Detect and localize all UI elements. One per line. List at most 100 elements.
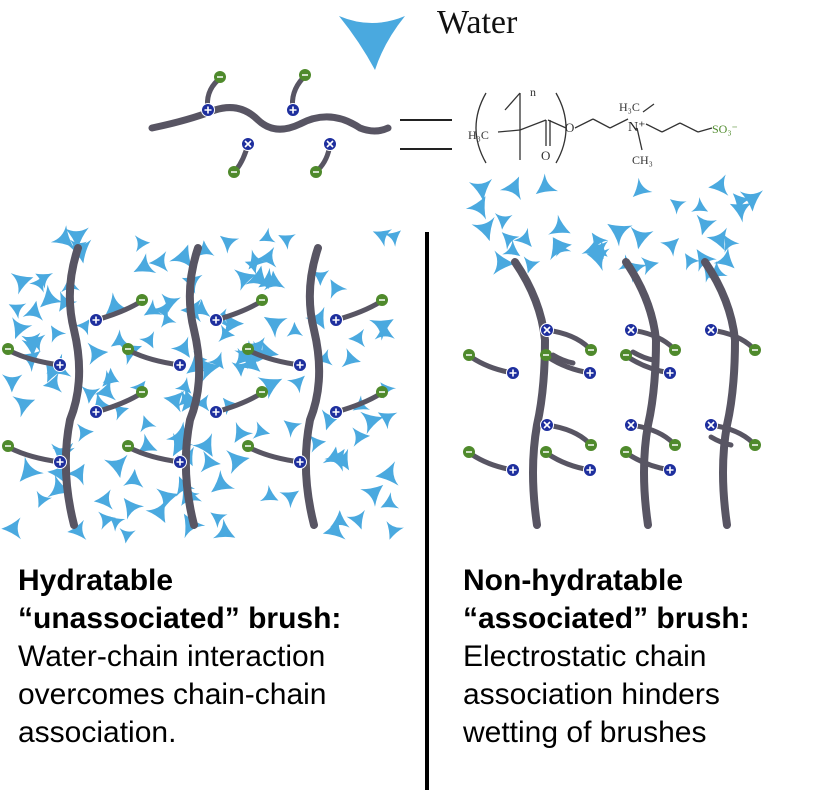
anion-minus-icon bbox=[136, 386, 148, 398]
anion-minus-icon bbox=[585, 439, 597, 451]
ch3-label: CH₃ bbox=[632, 153, 653, 167]
right-water-molecules bbox=[465, 173, 764, 283]
cation-plus-icon bbox=[583, 366, 597, 380]
water-molecule-icon bbox=[110, 329, 131, 347]
left-brush bbox=[2, 244, 388, 529]
o-ester-label: O bbox=[565, 120, 574, 135]
water-molecule-icon bbox=[1, 517, 21, 540]
sulfobetaine-structure: n H₃C O O H₃C N⁺ CH₃ SO₃⁻ bbox=[468, 85, 738, 167]
water-molecule-icon bbox=[244, 258, 262, 275]
side-chain bbox=[127, 348, 183, 368]
water-molecule-icon bbox=[218, 324, 236, 343]
water-molecule-icon bbox=[706, 227, 727, 251]
water-molecule-icon bbox=[286, 375, 305, 394]
water-molecule-icon bbox=[548, 214, 571, 235]
cation-plus-icon bbox=[329, 313, 343, 327]
water-molecule-icon bbox=[513, 227, 532, 247]
cation-plus-icon bbox=[89, 405, 103, 419]
water-molecule-icon bbox=[193, 394, 210, 412]
water-molecule-icon bbox=[607, 223, 633, 247]
water-molecule-icon bbox=[81, 385, 101, 404]
water-molecule-icon bbox=[251, 340, 274, 365]
cation-plus-icon bbox=[209, 313, 223, 327]
ion-pair-x-icon bbox=[704, 323, 718, 337]
water-molecule-icon bbox=[108, 516, 126, 532]
water-molecule-icon bbox=[195, 240, 215, 258]
anion-minus-icon bbox=[122, 343, 134, 355]
side-chain bbox=[7, 445, 63, 465]
cation-plus-icon bbox=[209, 405, 223, 419]
water-molecule-icon bbox=[380, 492, 400, 509]
water-molecule-icon bbox=[471, 216, 495, 242]
anion-minus-icon bbox=[256, 294, 268, 306]
cation-plus-icon bbox=[53, 358, 67, 372]
water-molecule-icon bbox=[42, 372, 63, 393]
water-molecule-icon bbox=[252, 421, 271, 439]
water-molecule-icon bbox=[348, 328, 366, 348]
anion-minus-icon bbox=[136, 294, 148, 306]
water-molecule-icon bbox=[40, 284, 64, 308]
water-molecule-icon bbox=[499, 176, 521, 201]
ion-pair-x-icon bbox=[540, 418, 554, 432]
anion-minus-icon bbox=[310, 166, 322, 178]
anion-minus-icon bbox=[214, 71, 226, 83]
water-molecule-icon bbox=[383, 230, 401, 247]
water-molecule-icon bbox=[76, 423, 94, 442]
water-molecule-icon bbox=[133, 253, 157, 274]
right-body-line3: wetting of brushes bbox=[463, 716, 707, 749]
cation-plus-icon bbox=[663, 463, 677, 477]
water-molecule-icon bbox=[278, 234, 296, 250]
water-molecule-icon bbox=[258, 227, 276, 243]
anion-minus-icon bbox=[122, 440, 134, 452]
water-molecule-icon bbox=[257, 377, 283, 400]
water-molecule-icon bbox=[360, 411, 384, 435]
water-molecule-icon bbox=[375, 461, 399, 486]
water-molecule-icon bbox=[50, 225, 74, 248]
water-molecule-icon bbox=[346, 509, 365, 530]
water-molecule-icon bbox=[465, 196, 487, 220]
right-heading-line2: “associated” brush: bbox=[463, 602, 750, 635]
water-molecule-icon bbox=[691, 197, 709, 212]
anion-minus-icon bbox=[376, 386, 388, 398]
water-molecule-icon bbox=[684, 253, 701, 271]
water-molecule-icon bbox=[152, 299, 169, 320]
water-molecule-icon bbox=[590, 241, 609, 260]
water-molecule-icon bbox=[226, 450, 250, 475]
water-molecule-icon bbox=[553, 237, 572, 257]
water-molecule-icon bbox=[134, 235, 151, 252]
anion-minus-icon bbox=[585, 344, 597, 356]
water-molecule-icon bbox=[729, 202, 753, 223]
anion-minus-icon bbox=[463, 349, 475, 361]
water-molecule-icon bbox=[212, 518, 236, 539]
polymer-chain bbox=[148, 104, 392, 135]
cation-plus-icon bbox=[293, 358, 307, 372]
water-molecule-icon bbox=[143, 299, 163, 316]
water-molecule-icon bbox=[65, 463, 85, 486]
water-molecule-icon bbox=[259, 484, 279, 502]
water-molecule-icon bbox=[50, 325, 67, 343]
side-chain bbox=[213, 391, 263, 415]
left-body-line1: Water-chain interaction bbox=[18, 640, 326, 673]
cation-plus-icon bbox=[89, 313, 103, 327]
side-chain bbox=[333, 299, 383, 323]
water-molecule-icon bbox=[535, 173, 558, 195]
h3c-top-label: H₃C bbox=[619, 100, 640, 114]
anion-minus-icon bbox=[242, 343, 254, 355]
water-molecule-icon bbox=[74, 318, 91, 336]
water-molecule-icon bbox=[377, 412, 398, 430]
anion-minus-icon bbox=[540, 446, 552, 458]
n-plus-label: N⁺ bbox=[628, 120, 646, 135]
o-carbonyl-label: O bbox=[541, 148, 550, 163]
water-molecule-icon bbox=[192, 433, 213, 457]
side-chain bbox=[247, 445, 303, 465]
water-molecule-icon bbox=[468, 178, 493, 201]
water-molecule-icon bbox=[67, 519, 87, 540]
anion-minus-icon bbox=[299, 69, 311, 81]
water-molecule-icon bbox=[145, 499, 166, 524]
anion-minus-icon bbox=[463, 446, 475, 458]
left-body-line3: association. bbox=[18, 716, 177, 749]
water-molecule-icon bbox=[19, 456, 44, 482]
ion-pair-x-icon bbox=[323, 137, 337, 151]
water-molecule-icon bbox=[22, 300, 43, 321]
water-molecule-icon bbox=[501, 232, 520, 250]
